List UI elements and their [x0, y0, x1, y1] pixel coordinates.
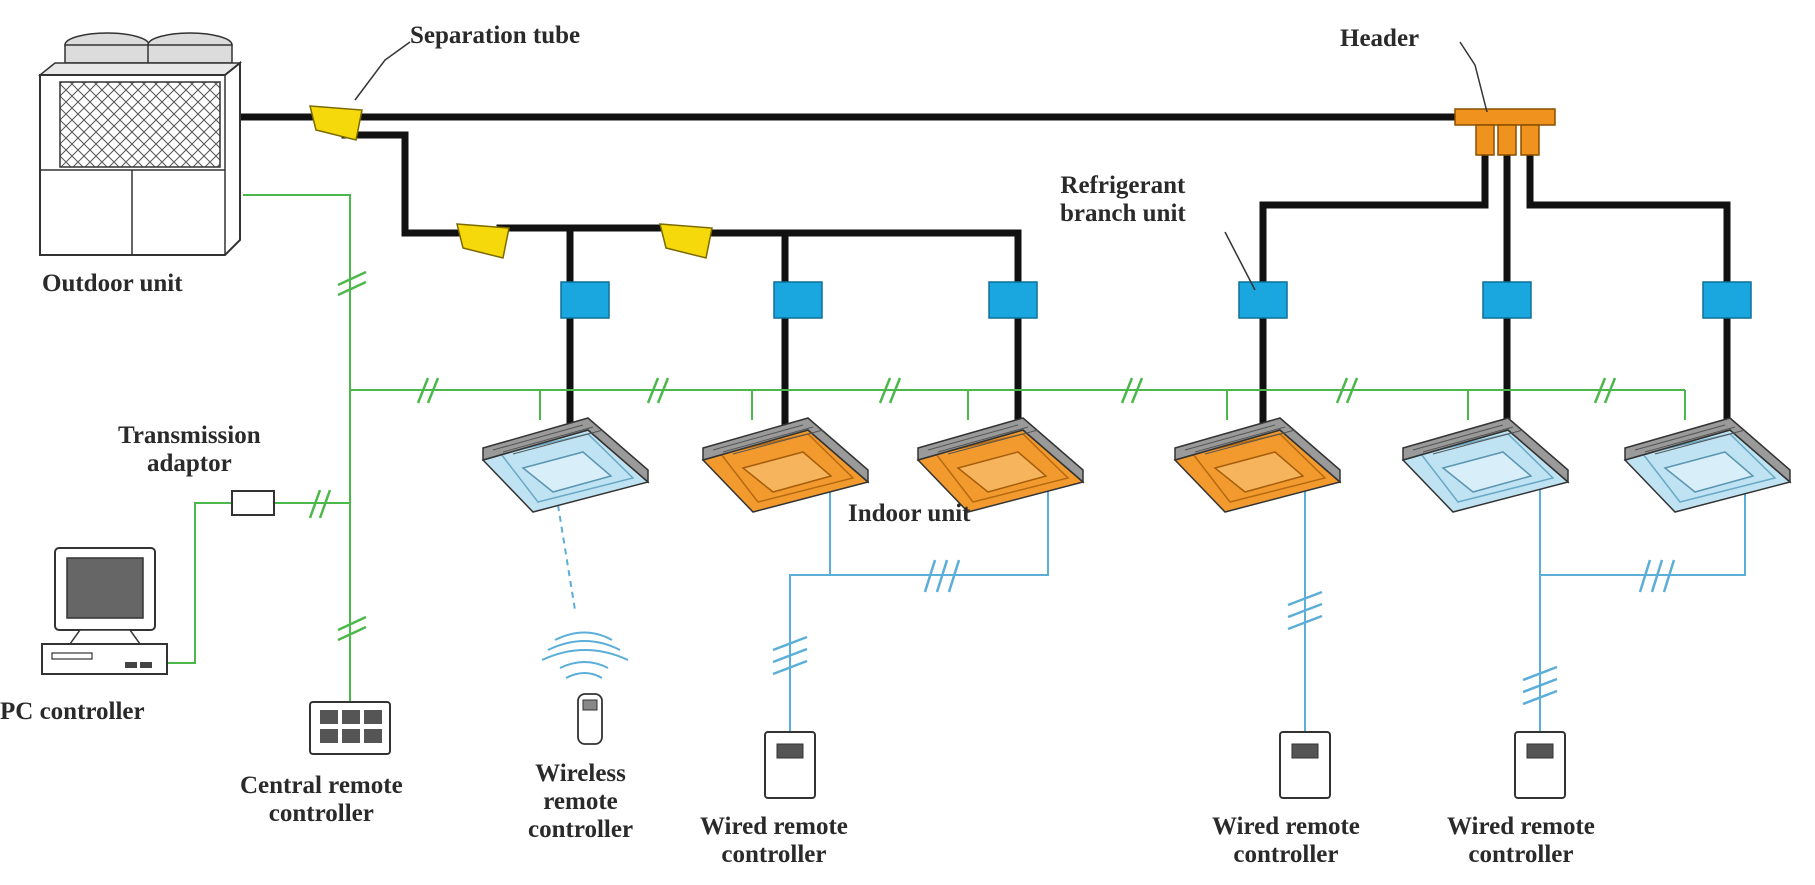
outdoor-unit [37, 32, 243, 256]
remote-lines [789, 470, 1746, 740]
outdoor-unit-label: Outdoor unit [42, 270, 183, 297]
branch-pipe-2 [496, 224, 574, 432]
wireless-remote-icon [577, 693, 603, 745]
indoor-unit-label: Indoor unit [848, 500, 971, 527]
indoor-unit-3 [917, 417, 1084, 513]
branch-unit-3 [988, 281, 1038, 319]
indoor-unit-6 [1624, 417, 1791, 513]
wired-remote-controller-2-label: Wired remote controller [1212, 813, 1360, 868]
branch-unit-1 [560, 281, 610, 319]
branch-unit-2 [773, 281, 823, 319]
transmission-lines [168, 194, 1686, 712]
central-remote-controller-icon [309, 701, 391, 755]
indoor-unit-2 [702, 417, 869, 513]
separation-tube-1 [309, 105, 363, 141]
wired-remote-1-icon [764, 731, 816, 799]
header-fitting [1454, 108, 1556, 156]
transmission-adaptor-icon [231, 490, 275, 516]
indoor-unit-5 [1402, 417, 1569, 513]
branch-unit-5 [1482, 281, 1532, 319]
refrigerant-branch-unit-label: Refrigerant branch unit [1060, 172, 1186, 227]
transmission-adaptor-label: Transmission adaptor [118, 422, 261, 477]
pc-controller-icon [41, 547, 168, 675]
remote-line-breaks [772, 559, 1676, 706]
branch-pipe-5 [706, 229, 1022, 432]
wireless-signal-icon [541, 631, 629, 679]
header-label: Header [1340, 25, 1420, 52]
pc-controller-label: PC controller [0, 698, 145, 725]
branch-pipe-4 [696, 229, 789, 432]
wireless-signal-line [557, 504, 576, 611]
wired-remote-2-icon [1279, 731, 1331, 799]
branch-unit-6 [1702, 281, 1752, 319]
wireless-remote-controller-label: Wireless remote controller [528, 760, 634, 843]
wired-remote-controller-1-label: Wired remote controller [700, 813, 848, 868]
central-remote-controller-label: Central remote controller [240, 772, 403, 827]
separation-tube-3 [659, 223, 713, 259]
separation-tube-label: Separation tube [410, 22, 581, 49]
header-pipe-1 [1259, 141, 1489, 434]
branch-unit-4 [1238, 281, 1288, 319]
wired-remote-3-icon [1514, 731, 1566, 799]
transmission-line-breaks [308, 270, 1617, 642]
indoor-unit-1 [482, 417, 649, 513]
separation-tube-2 [456, 223, 510, 259]
leader-lines [354, 41, 1488, 291]
indoor-unit-4 [1174, 417, 1341, 513]
header-pipe-3 [1526, 141, 1731, 434]
wired-remote-controller-3-label: Wired remote controller [1447, 813, 1595, 868]
branch-pipe-1 [341, 131, 474, 237]
